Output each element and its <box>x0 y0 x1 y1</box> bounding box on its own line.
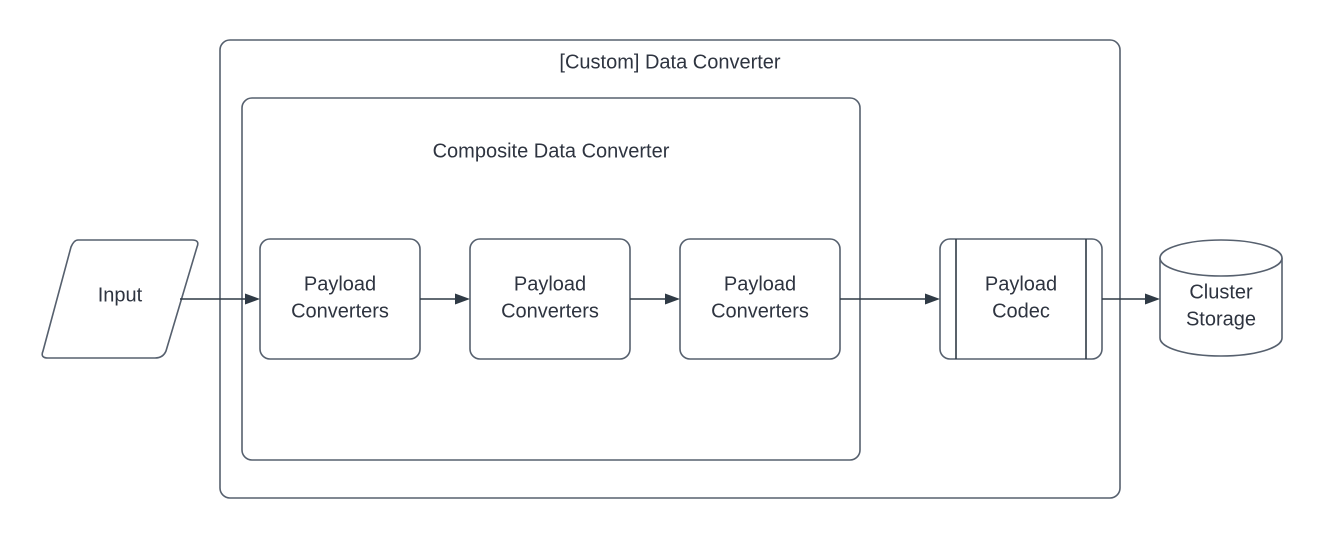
payload-codec-label-line2: Codec <box>992 300 1050 322</box>
edge-input-to-payload-converters-1 <box>180 293 260 305</box>
payload-converters-3-shape <box>679 238 841 360</box>
edge-pc1-to-pc2-arrowhead <box>455 293 470 305</box>
edge-payload-codec-to-cluster-storage <box>1102 293 1160 305</box>
input-parallelogram-shape <box>41 239 199 359</box>
container-custom-data-converter-label: [Custom] Data Converter <box>559 51 781 73</box>
cluster-storage-cylinder-body <box>1159 257 1283 357</box>
cluster-storage-label-line2: Storage <box>1186 308 1256 330</box>
cluster-storage-cylinder-top <box>1159 239 1283 277</box>
payload-codec-label-line1: Payload <box>985 273 1057 295</box>
edge-pc2-to-pc3-arrowhead <box>665 293 680 305</box>
container-composite-data-converter-label: Composite Data Converter <box>433 140 670 162</box>
node-payload-converters-3[interactable]: Payload Converters <box>679 238 841 360</box>
cluster-storage-label-line1: Cluster <box>1189 281 1253 303</box>
node-cluster-storage[interactable]: Cluster Storage <box>1159 239 1283 357</box>
node-payload-converters-1[interactable]: Payload Converters <box>259 238 421 360</box>
edge-pc3-to-codec-arrowhead <box>925 293 940 305</box>
input-label: Input <box>98 284 143 306</box>
payload-converters-2-shape <box>469 238 631 360</box>
payload-converters-3-label-line2: Converters <box>711 300 809 322</box>
payload-converters-1-shape <box>259 238 421 360</box>
node-payload-converters-2[interactable]: Payload Converters <box>469 238 631 360</box>
payload-converters-2-label-line1: Payload <box>514 273 586 295</box>
node-payload-codec[interactable]: Payload Codec <box>939 238 1103 360</box>
payload-converters-1-label-line2: Converters <box>291 300 389 322</box>
payload-converters-2-label-line2: Converters <box>501 300 599 322</box>
edge-payload-converters-3-to-payload-codec <box>840 293 940 305</box>
edge-payload-converters-1-to-2 <box>420 293 470 305</box>
edge-payload-converters-2-to-3 <box>630 293 680 305</box>
payload-converters-3-label-line1: Payload <box>724 273 796 295</box>
payload-codec-shape <box>939 238 1103 360</box>
node-input[interactable]: Input <box>41 239 199 359</box>
payload-converters-1-label-line1: Payload <box>304 273 376 295</box>
edge-input-to-pc1-arrowhead <box>245 293 260 305</box>
edge-codec-to-storage-arrowhead <box>1145 293 1160 305</box>
